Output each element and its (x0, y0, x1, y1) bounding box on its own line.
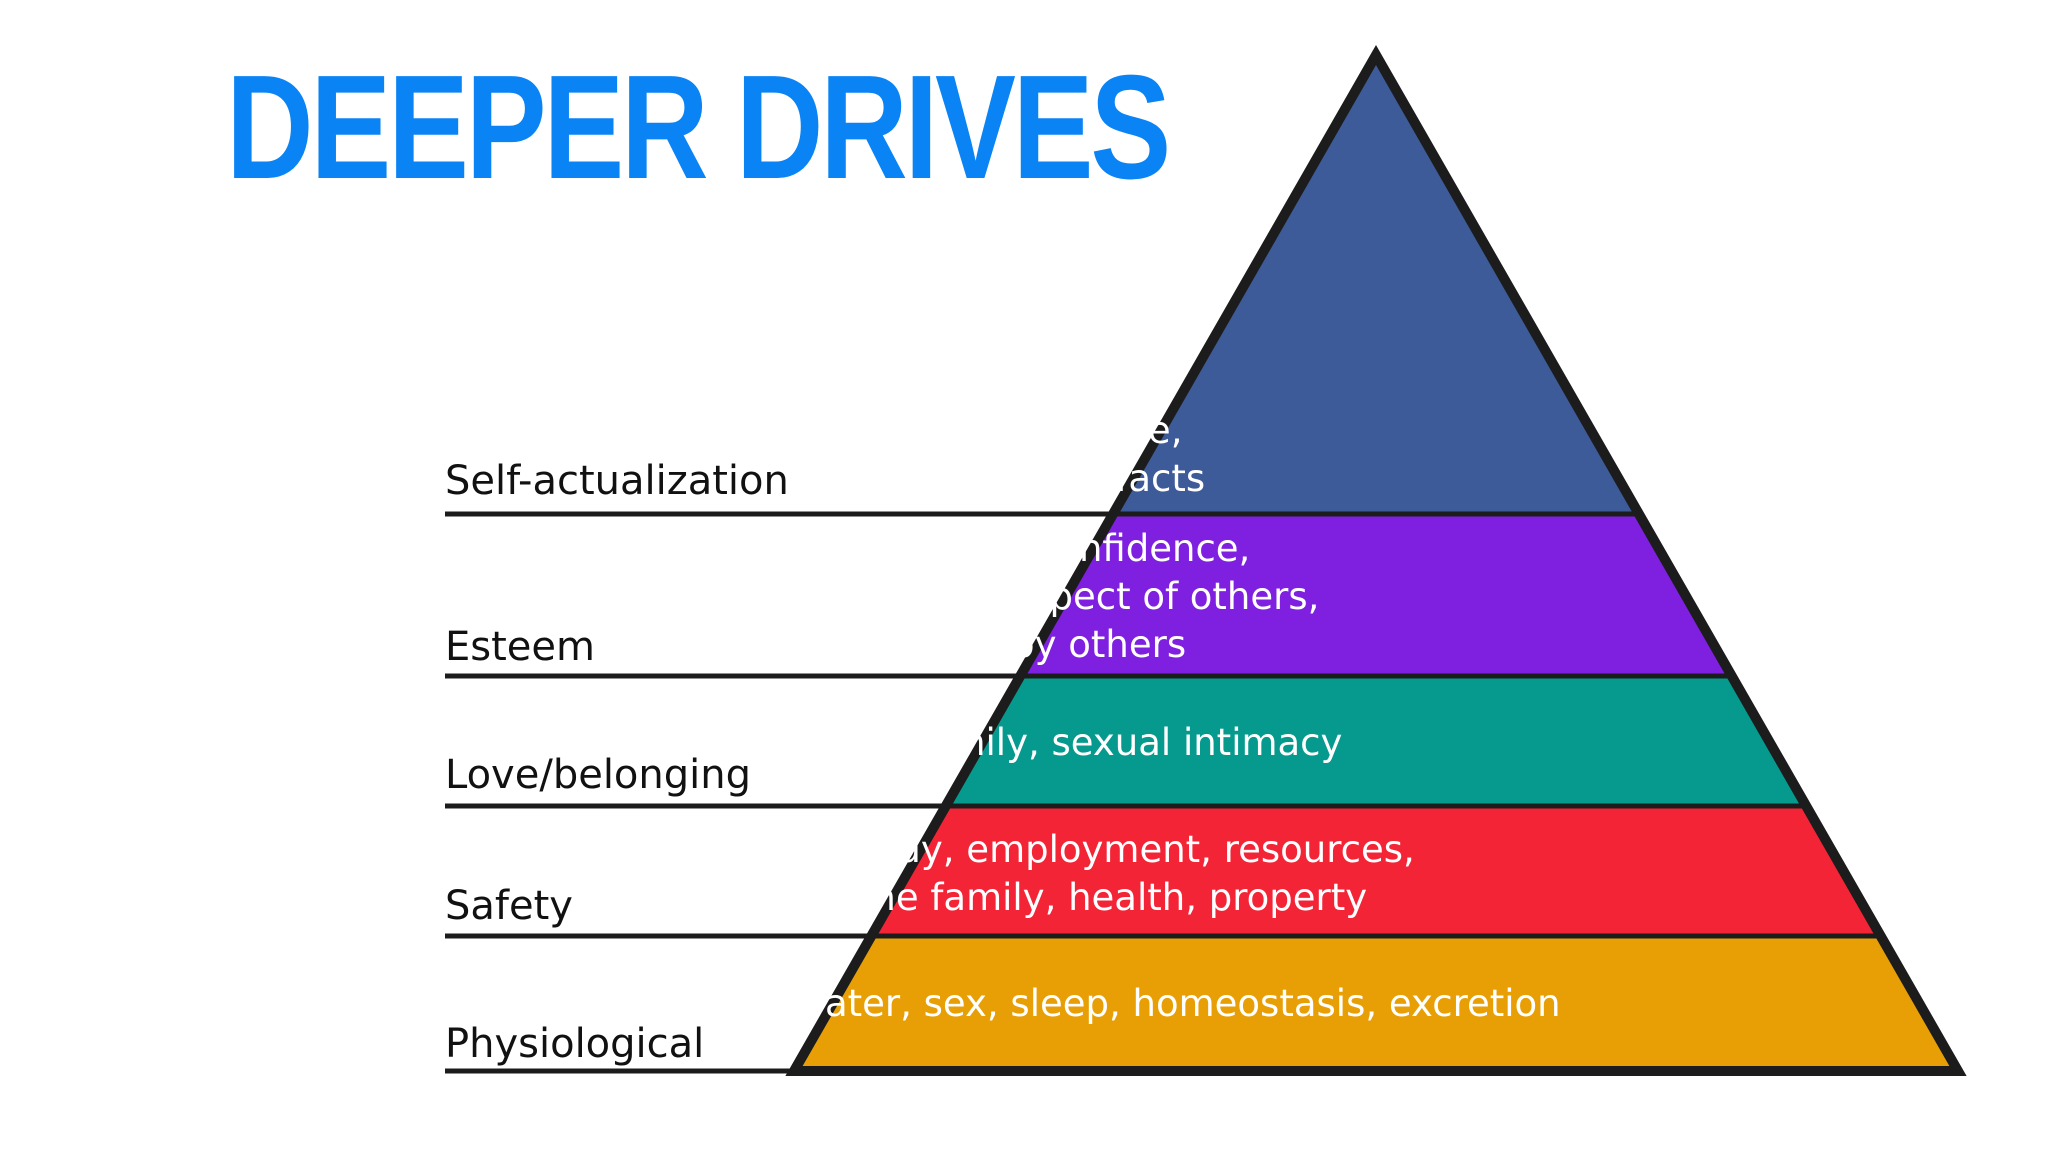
tier-self-actualization (1111, 60, 1641, 514)
level-label-safety: Safety (445, 883, 573, 929)
tier-text-line: security of: body, employment, resources… (633, 828, 1415, 871)
tier-love-belonging (943, 676, 1807, 806)
tier-text-self-actualization: morality, creativity, spontaneity, probl… (0, 215, 2048, 503)
tier-text-line: morality, (941, 217, 1107, 260)
tier-physiological (794, 936, 1958, 1071)
tier-text-line: respect by others (861, 623, 1187, 666)
pyramid-outline (785, 44, 1967, 1076)
level-label-esteem: Esteem (445, 624, 595, 670)
tier-text-safety: security of: body, employment, resources… (0, 826, 2048, 922)
tier-text-line: self-esteem, confidence, (797, 527, 1251, 570)
tier-text-esteem: self-esteem, confidence, achievement, re… (0, 525, 2048, 669)
tier-text-physiological: breathing, food, water, sex, sleep, home… (0, 980, 2048, 1028)
tier-text-love-belonging: friendship, family, sexual intimacy (0, 719, 2048, 767)
tier-text-line: friendship, family, sexual intimacy (705, 721, 1343, 764)
level-label-physiological: Physiological (445, 1021, 705, 1067)
tier-text-line: achievement, respect of others, (728, 575, 1320, 618)
tier-safety (867, 806, 1881, 936)
tier-text-line: spontaneity, (908, 313, 1140, 356)
tier-text-line: acceptance of facts (842, 457, 1206, 500)
level-label-love-belonging: Love/belonging (445, 752, 751, 798)
level-label-self-actualization: Self-actualization (445, 458, 789, 504)
slide-title: DEEPER DRIVES (226, 45, 1171, 210)
tier-text-line: creativity, (931, 265, 1117, 308)
tier-text-line: breathing, food, water, sex, sleep, home… (487, 982, 1561, 1025)
tier-esteem (1017, 514, 1736, 676)
tier-text-line: morality, the family, health, property (680, 876, 1368, 919)
tier-text-line: problem solving, (870, 361, 1178, 404)
tier-text-line: lack of prejudice, (865, 409, 1183, 452)
